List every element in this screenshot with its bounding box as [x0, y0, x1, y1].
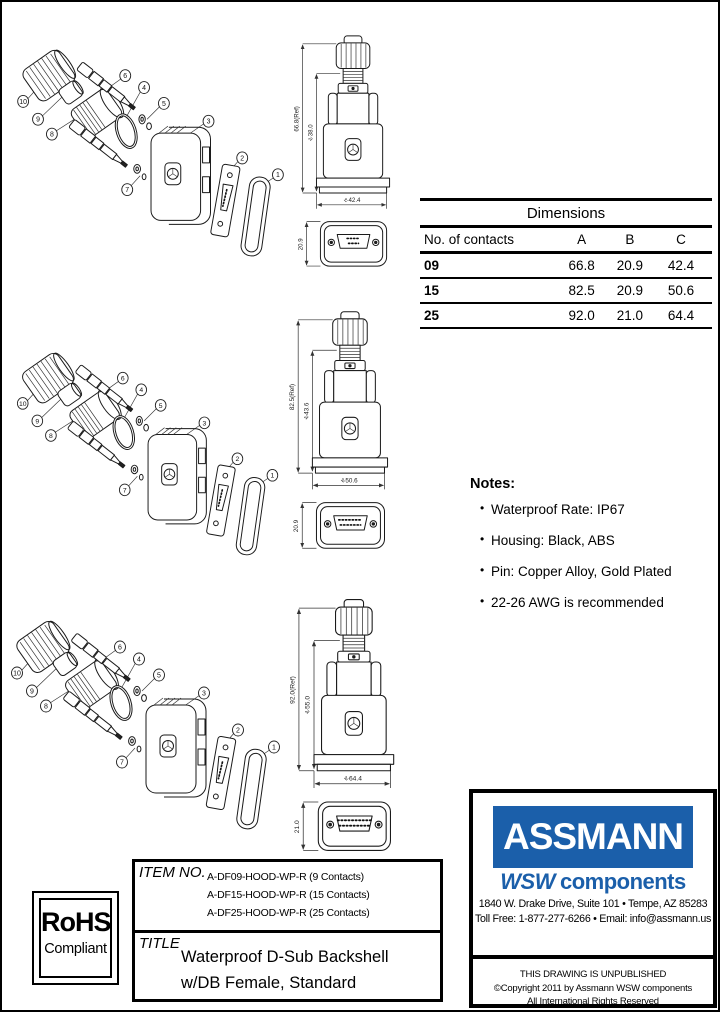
assembled-view-25-contacts: 92.0(Ref) ⎀55.0 ⎀64.4 21.0 [290, 590, 426, 860]
title-block: ITEM NO. A-DF09-HOOD-WP-R (9 Contacts) A… [132, 859, 443, 1002]
copyright-section: THIS DRAWING IS UNPUBLISHED ©Copyright 2… [473, 959, 713, 1009]
rohs-compliant-text: Compliant [44, 941, 107, 957]
note-item: Waterproof Rate: IP67 [480, 501, 710, 517]
note-item: 22-26 AWG is recommended [480, 594, 710, 610]
col-c: C [676, 232, 686, 247]
exploded-view-9-contacts [14, 36, 292, 264]
exploded-view-25-contacts [8, 594, 288, 850]
dimensions-table-header: No. of contacts A B C [420, 228, 712, 254]
dim-inner: ⎀43.6 [303, 402, 310, 420]
wsw-text: WSW [500, 869, 555, 894]
item-no: A-DF09-HOOD-WP-R (9 Contacts) [207, 871, 364, 883]
dimensions-table-title: Dimensions [420, 201, 712, 228]
drawing-title: Waterproof D-Sub Backshell w/DB Female, … [181, 933, 440, 996]
dim-height: 92.0(Ref) [290, 676, 297, 704]
dim-front: 20.9 [293, 519, 300, 532]
components-text: components [559, 869, 686, 894]
table-row: 15 82.5 20.9 50.6 [420, 279, 712, 304]
item-no-label: ITEM NO. [139, 864, 206, 881]
col-contacts: No. of contacts [424, 232, 515, 247]
assmann-logo: ASSMANN [493, 806, 693, 868]
rohs-badge: RoHS Compliant [32, 891, 119, 985]
assembled-view-15-contacts: 82.5(Ref) ⎀43.6 ⎀50.6 20.9 [289, 300, 418, 560]
title-section: TITLE Waterproof D-Sub Backshell w/DB Fe… [135, 933, 440, 1002]
dim-inner: ⎀38.0 [308, 124, 315, 141]
dim-height: 66.8(Ref) [294, 106, 301, 131]
dim-front: 20.9 [298, 238, 305, 250]
dim-width: ⎀50.6 [340, 477, 358, 484]
dim-width: ⎀42.4 [344, 197, 361, 204]
table-row: 25 92.0 21.0 64.4 [420, 304, 712, 329]
assembled-view-9-contacts: 66.8(Ref) ⎀38.0 ⎀42.4 20.9 [294, 30, 420, 272]
dim-inner: ⎀55.0 [305, 696, 312, 715]
drawing-title-line: w/DB Female, Standard [181, 974, 357, 992]
dim-front: 21.0 [294, 820, 301, 833]
dim-width: ⎀64.4 [344, 775, 363, 782]
table-row: 09 66.8 20.9 42.4 [420, 254, 712, 279]
notes-title: Notes: [470, 476, 516, 492]
note-item: Housing: Black, ABS [480, 532, 710, 548]
company-address: 1840 W. Drake Drive, Suite 101 • Tempe, … [478, 898, 708, 910]
dim-height: 82.5(Ref) [289, 384, 296, 410]
item-no: A-DF15-HOOD-WP-R (15 Contacts) [207, 889, 370, 901]
copyright-line: All International Rights Reserved [527, 996, 659, 1007]
notes-section: Notes: Waterproof Rate: IP67 Housing: Bl… [470, 476, 710, 626]
drawing-title-line: Waterproof D-Sub Backshell [181, 948, 389, 966]
note-item: Pin: Copper Alloy, Gold Plated [480, 563, 710, 579]
copyright-line: THIS DRAWING IS UNPUBLISHED [519, 969, 667, 980]
col-a: A [577, 232, 587, 247]
item-no: A-DF25-HOOD-WP-R (25 Contacts) [207, 907, 370, 919]
dimensions-table: Dimensions No. of contacts A B C 09 66.8… [420, 198, 712, 329]
rohs-text: RoHS [41, 907, 112, 937]
copyright-line: ©Copyright 2011 by Assmann WSW component… [493, 982, 693, 994]
item-no-list: A-DF09-HOOD-WP-R (9 Contacts) A-DF15-HOO… [207, 862, 440, 922]
notes-list: Waterproof Rate: IP67 Housing: Black, AB… [470, 501, 710, 610]
exploded-view-15-contacts [14, 332, 286, 570]
company-contact: Toll Free: 1-877-277-6266 • Email: info@… [474, 913, 712, 925]
item-no-section: ITEM NO. A-DF09-HOOD-WP-R (9 Contacts) A… [135, 862, 440, 933]
title-label: TITLE [139, 935, 180, 952]
col-b: B [625, 232, 635, 247]
